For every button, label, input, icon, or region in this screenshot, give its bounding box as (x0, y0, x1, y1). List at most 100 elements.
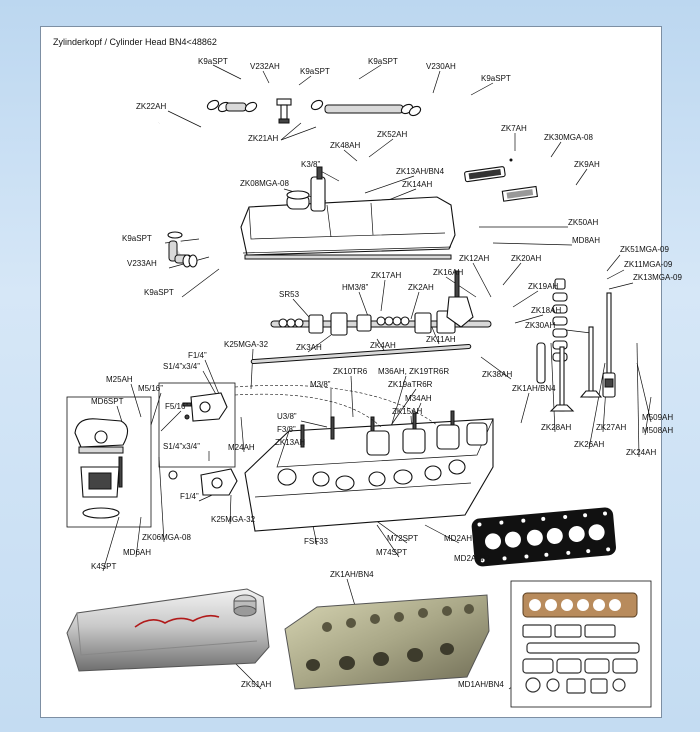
leader-line (160, 410, 182, 432)
thermostat-housing-m25 (74, 418, 129, 519)
leader-line (250, 348, 254, 390)
part-label-sr53: SR53 (279, 290, 300, 299)
part-label-k4spt: K4SPT (91, 562, 116, 571)
hose-clip-top-4 (400, 103, 422, 117)
pushrod-zk38 (250, 343, 472, 365)
pipe-zk22 (158, 118, 182, 244)
part-label-zk22: ZK22AH (136, 102, 166, 111)
leader-line (410, 291, 420, 320)
leader-line (262, 70, 270, 84)
leader-line (343, 149, 358, 162)
part-label-m509: M509AH (642, 413, 673, 422)
leader-line (298, 75, 312, 86)
hose-clip-top-2 (244, 101, 258, 113)
part-label-zk48: ZK48AH (330, 141, 360, 150)
leader-line (512, 290, 539, 308)
part-label-zk28: ZK28AH (541, 423, 571, 432)
part-label-zk14: ZK14AH (402, 180, 432, 189)
badge-zk7 (464, 166, 506, 183)
leader-line (300, 420, 328, 428)
leader-line (368, 138, 394, 158)
part-label-m508: M508AH (642, 426, 673, 435)
leader-line (514, 314, 544, 324)
diagram-sheet: Zylinderkopf / Cylinder Head BN4<48862 (40, 26, 682, 718)
part-label-k9a-4: K9aSPT (481, 74, 511, 83)
leader-line (358, 64, 382, 80)
part-label-zk2: ZK2AH (408, 283, 434, 292)
part-label-zk10tr6: ZK10TR6 (333, 367, 368, 376)
leader-line (445, 276, 477, 298)
leader-line (204, 359, 222, 400)
hose-clip-left-lower (182, 254, 198, 268)
leader-line (470, 82, 494, 96)
part-label-zk51mga: ZK51MGA-09 (620, 245, 669, 254)
hose-clip-left-upper (167, 231, 183, 239)
leader-line (102, 516, 120, 572)
leader-line (644, 396, 652, 436)
leader-line (608, 282, 634, 290)
part-label-f14-1: F1/4” (188, 351, 207, 360)
valve-zk24 (579, 326, 603, 398)
leader-lines (102, 64, 652, 690)
leader-line (376, 338, 385, 351)
part-label-zk16: ZK16AH (433, 268, 463, 277)
part-label-zk06mga: ZK06MGA-08 (142, 533, 191, 542)
part-label-zk12: ZK12AH (459, 254, 489, 263)
part-label-zk30: ZK30AH (525, 321, 555, 330)
leader-line (212, 64, 242, 80)
leader-line (636, 342, 640, 458)
leader-line (480, 356, 512, 380)
part-label-k9a-1: K9aSPT (198, 57, 228, 66)
leader-line (432, 70, 441, 94)
part-label-zk52: ZK52AH (377, 130, 407, 139)
part-label-zk4: ZK4AH (370, 341, 396, 350)
leader-line (280, 126, 317, 141)
part-label-f516: F5/16” (165, 402, 188, 411)
decal-zk9 (501, 185, 539, 202)
part-label-zk50: ZK50AH (568, 218, 598, 227)
part-label-zk20: ZK20AH (511, 254, 541, 263)
part-label-zk1bn4-photo: ZK1AH/BN4 (330, 570, 374, 579)
part-label-m516: M5/16” (138, 384, 163, 393)
part-label-k38: K3/8” (301, 160, 320, 169)
part-label-v232: V232AH (250, 62, 280, 71)
part-label-zk30mga: ZK30MGA-08 (544, 133, 593, 142)
part-label-md2r: MD2AH/R (454, 554, 490, 563)
leader-line (606, 269, 625, 280)
part-label-k9a-6: K9aSPT (144, 288, 174, 297)
part-label-zk21: ZK21AH (248, 134, 278, 143)
part-label-zk3: ZK3AH (296, 343, 322, 352)
badge-pin (509, 158, 513, 162)
part-label-zk26: ZK26AH (574, 440, 604, 449)
part-label-f38: F3/8” (277, 425, 296, 434)
part-label-f14-2: F1/4” (180, 492, 199, 501)
part-label-m74: M74SPT (376, 548, 407, 557)
leader-line (565, 329, 592, 334)
rocker-cover-zk50 (240, 166, 456, 256)
leader-line (167, 110, 202, 128)
part-label-md6: MD6AH (123, 548, 151, 557)
part-label-zk08mga: ZK08MGA-08 (240, 179, 289, 188)
part-label-hm38: HM3/8” (342, 283, 369, 292)
cylinder-head-zk1 (244, 410, 494, 532)
leader-line (292, 298, 310, 318)
leader-line (350, 375, 354, 418)
part-label-zk51: ZK51AH (241, 680, 271, 689)
rod-m509 (602, 292, 616, 398)
part-label-v230: V230AH (426, 62, 456, 71)
bracket-k25mga-upper (182, 392, 228, 422)
photo-gasket-set-md1 (522, 592, 640, 694)
part-label-zk1bn4-top: ZK1AH/BN4 (512, 384, 556, 393)
part-label-m36: M36AH, ZK19TR6R (378, 367, 449, 376)
part-label-zk13mga: ZK13MGA-09 (633, 273, 682, 282)
part-label-k9a-5: K9aSPT (122, 234, 152, 243)
leader-line (130, 383, 142, 418)
photo-cylinder-head-zk1 (284, 594, 490, 690)
part-label-md1bn4: MD1AH/BN4 (458, 680, 504, 689)
thermostat-inset-box (66, 396, 152, 528)
photo-rocker-cover-zk51 (66, 588, 270, 672)
hose-v232 (225, 102, 247, 112)
part-label-u38: U3/8” (277, 412, 297, 421)
leader-line (390, 375, 407, 428)
part-label-zk19: ZK19AH (528, 282, 558, 291)
